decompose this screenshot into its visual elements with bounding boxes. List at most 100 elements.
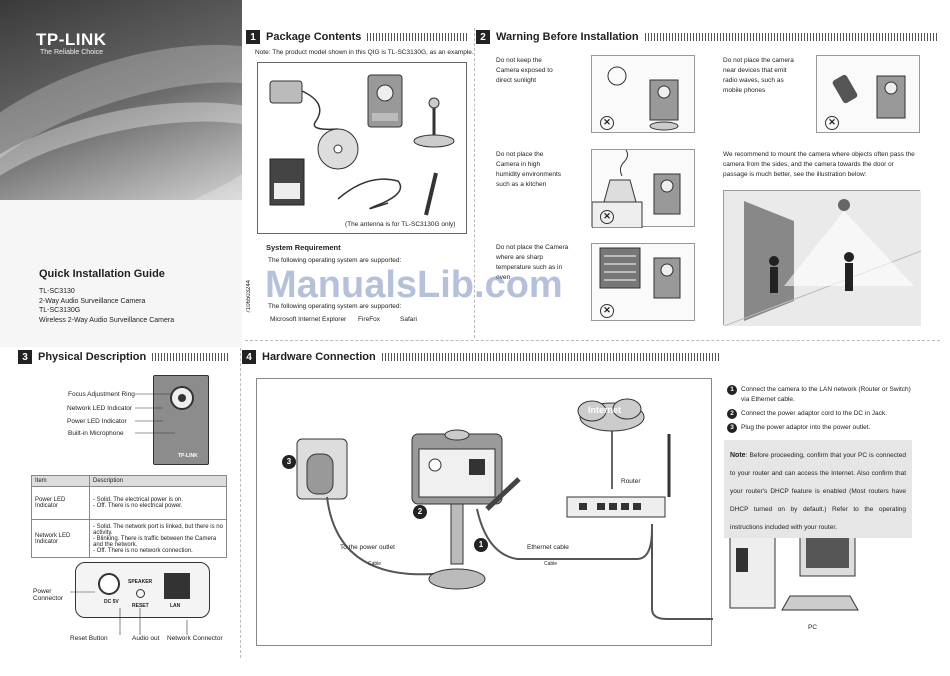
section-number: 2 (476, 30, 490, 44)
section-number: 3 (18, 350, 32, 364)
warning-text: Do not place the Camera where are sharp … (496, 244, 569, 281)
led-description-table: Item Description Power LED Indicator - S… (31, 475, 227, 558)
note-box: Note: Before proceeding, confirm that yo… (724, 440, 912, 538)
tp-link-logo: TP-LINK (36, 30, 107, 49)
table-row: Network LED Indicator - Solid. The netwo… (31, 519, 227, 558)
lan-port (164, 573, 190, 599)
step-marker: 1 (474, 538, 488, 552)
sunlight-warning-image: ✕ (591, 55, 695, 133)
prohibited-icon: ✕ (600, 210, 614, 224)
oven-warning-image: ✕ (591, 243, 695, 321)
front-label: Power LED Indicator (67, 418, 127, 425)
table-header: Description (89, 475, 227, 487)
warning-text: Do not place the Camera in high humidity… (496, 151, 562, 188)
reset-label: RESET (132, 603, 149, 609)
warning-text: We recommend to mount the camera where o… (723, 151, 915, 178)
step-item: 2 Connect the power adaptor cord to the … (727, 409, 912, 419)
connection-steps: 1 Connect the camera to the LAN network … (727, 385, 912, 433)
section3-header: 3 Physical Description (18, 348, 230, 366)
camera-brand: TP-LINK (178, 453, 198, 459)
step-marker: 3 (282, 455, 296, 469)
package-note: Note: The product model shown in this QI… (255, 49, 474, 56)
table-cell-line: - Off. There is no network connection. (93, 547, 193, 554)
cable-label: Cable (544, 561, 558, 567)
front-label: Network LED Indicator (67, 405, 133, 412)
model-line: 2-Way Audio Surveillance Camera (39, 298, 146, 305)
step-number: 1 (727, 385, 737, 395)
pc-label: PC (808, 624, 818, 631)
model-line: Wireless 2-Way Audio Surveillance Camera (39, 317, 175, 324)
warning-text: Do not place the camera near devices tha… (723, 57, 794, 94)
cable-label: Cable (368, 561, 382, 567)
sysreq-line: The following operating system are suppo… (268, 257, 402, 264)
internet-label: Internet (588, 405, 622, 415)
step-text: Connect the power adaptor cord to the DC… (741, 410, 887, 417)
section-title: Package Contents (266, 31, 362, 43)
table-header: Item (31, 475, 90, 487)
bottom-label: Reset Button (70, 635, 108, 642)
bottom-label: Audio out (132, 635, 160, 642)
guide-title: Quick Installation Guide (39, 268, 165, 280)
model-line: TL-SC3130G (39, 307, 81, 314)
lan-label: LAN (170, 603, 181, 609)
note-label: Note (730, 452, 746, 459)
package-contents-box (257, 62, 467, 234)
section-number: 4 (242, 350, 256, 364)
bottom-label: Network Connector (167, 635, 223, 642)
router-label: Router (621, 478, 641, 485)
camera-back-panel: DC 5V SPEAKER RESET LAN (75, 562, 210, 618)
sysreq-title: System Requirement (266, 243, 341, 252)
step-item: 3 Plug the power adaptor into the power … (727, 423, 912, 433)
section2-header: 2 Warning Before Installation (476, 28, 938, 46)
note-text: Before proceeding, confirm that your PC … (730, 452, 906, 531)
browser-item: FireFox (358, 316, 381, 323)
mounting-illustration (723, 190, 922, 327)
antenna-note: (The antenna is for TL-SC3130G only) (345, 221, 456, 228)
package-illustration (269, 74, 455, 216)
step-number: 2 (727, 409, 737, 419)
step-item: 1 Connect the camera to the LAN network … (727, 385, 912, 405)
browser-item: Microsoft Internet Explorer (270, 316, 347, 323)
section-title: Warning Before Installation (496, 31, 639, 43)
cover-panel (0, 0, 242, 347)
model-line: TL-SC3130 (39, 288, 75, 295)
sysreq-line: The following operating system are suppo… (268, 303, 402, 310)
radio-warning-image: ✕ (816, 55, 920, 133)
front-label: Built-in Microphone (68, 430, 124, 437)
audio-out-jack (136, 589, 145, 598)
prohibited-icon: ✕ (600, 116, 614, 130)
table-cell-line: - Blinking. There is traffic between the… (93, 535, 217, 548)
bottom-label: Power Connector (33, 588, 63, 602)
document-code: 7106503244 (246, 280, 252, 314)
dc-jack (98, 573, 120, 595)
section4-header: 4 Hardware Connection (242, 348, 720, 366)
step-marker: 2 (413, 505, 427, 519)
watermark: ManualsLib.com (265, 264, 563, 306)
power-outlet-label: To the power outlet (340, 544, 395, 551)
section1-header: 1 Package Contents (246, 28, 468, 46)
table-cell: Network LED Indicator (31, 519, 90, 558)
label-leader-lines (135, 393, 175, 434)
table-cell-line: - Solid. The electrical power is on. (93, 497, 183, 503)
front-label: Focus Adjustment Ring (68, 391, 135, 398)
tagline: The Reliable Choice (40, 49, 104, 56)
section-number: 1 (246, 30, 260, 44)
section-title: Physical Description (38, 351, 147, 363)
step-text: Connect the camera to the LAN network (R… (741, 386, 911, 403)
back-leader-lines (70, 591, 188, 635)
step-text: Plug the power adaptor into the power ou… (741, 424, 871, 431)
ethernet-label: Ethernet cable (527, 544, 569, 551)
table-row: Power LED Indicator - Solid. The electri… (31, 486, 227, 520)
speaker-label: SPEAKER (128, 579, 153, 585)
warning-text: Do not keep the Camera exposed to direct… (496, 57, 553, 84)
step-number: 3 (727, 423, 737, 433)
table-cell-line: - Off. There is no electrical power. (93, 503, 183, 509)
prohibited-icon: ✕ (600, 304, 614, 318)
table-cell-line: - Solid. The network port is linked, but… (93, 523, 223, 536)
camera-front-image: TP-LINK (153, 375, 209, 465)
prohibited-icon: ✕ (825, 116, 839, 130)
humidity-warning-image: ✕ (591, 149, 695, 229)
dc-label: DC 5V (104, 599, 119, 605)
table-cell: Power LED Indicator (31, 486, 90, 520)
browser-item: Safari (400, 316, 417, 323)
